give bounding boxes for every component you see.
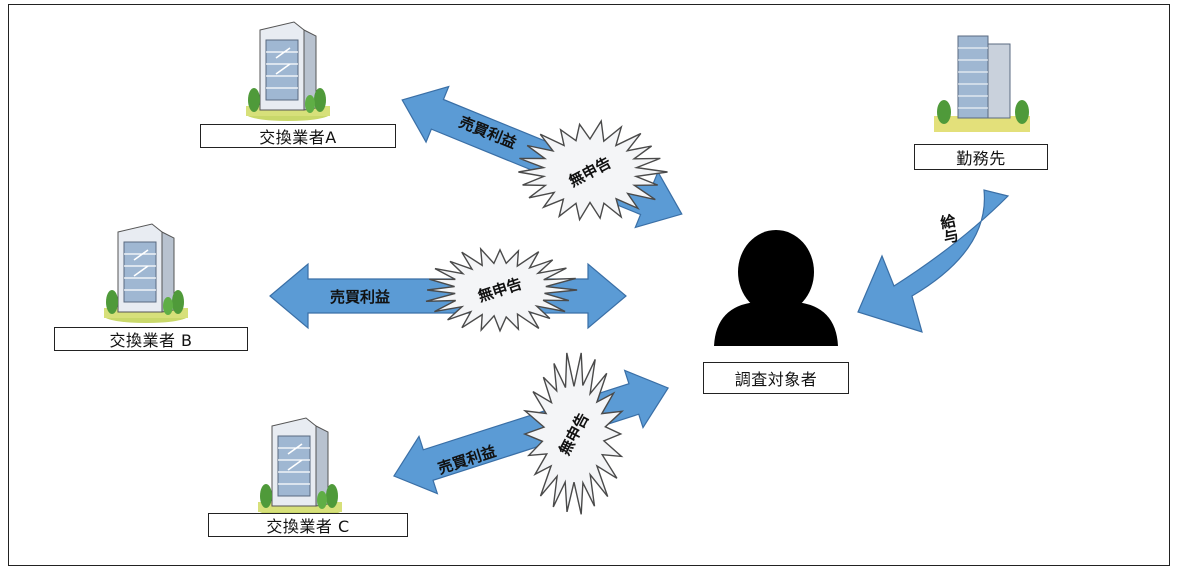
- person-icon: [714, 230, 838, 346]
- burst-a: 無申告: [518, 118, 668, 222]
- node-exchange-b: 交換業者 B: [54, 327, 248, 351]
- arrow-salary: [857, 189, 1010, 333]
- burst-c: 無申告: [522, 352, 625, 515]
- arrow-b-label: 売買利益: [330, 288, 390, 306]
- node-subject-label: 調査対象者: [734, 370, 818, 389]
- building-b-icon: [103, 223, 189, 324]
- node-subject: 調査対象者: [703, 362, 849, 394]
- node-exchange-c-label: 交換業者 C: [266, 517, 350, 536]
- diagram-frame: [8, 4, 1170, 566]
- building-a-icon: [245, 21, 331, 122]
- node-employer-label: 勤務先: [956, 149, 1006, 168]
- node-exchange-a-label: 交換業者A: [259, 128, 337, 147]
- building-c-icon: [257, 417, 343, 518]
- node-exchange-c: 交換業者 C: [208, 513, 408, 537]
- node-exchange-b-label: 交換業者 B: [109, 331, 193, 350]
- burst-b: 無申告: [425, 246, 578, 333]
- employer-building-icon: [933, 35, 1031, 133]
- node-employer: 勤務先: [914, 144, 1048, 170]
- node-exchange-a: 交換業者A: [200, 124, 396, 148]
